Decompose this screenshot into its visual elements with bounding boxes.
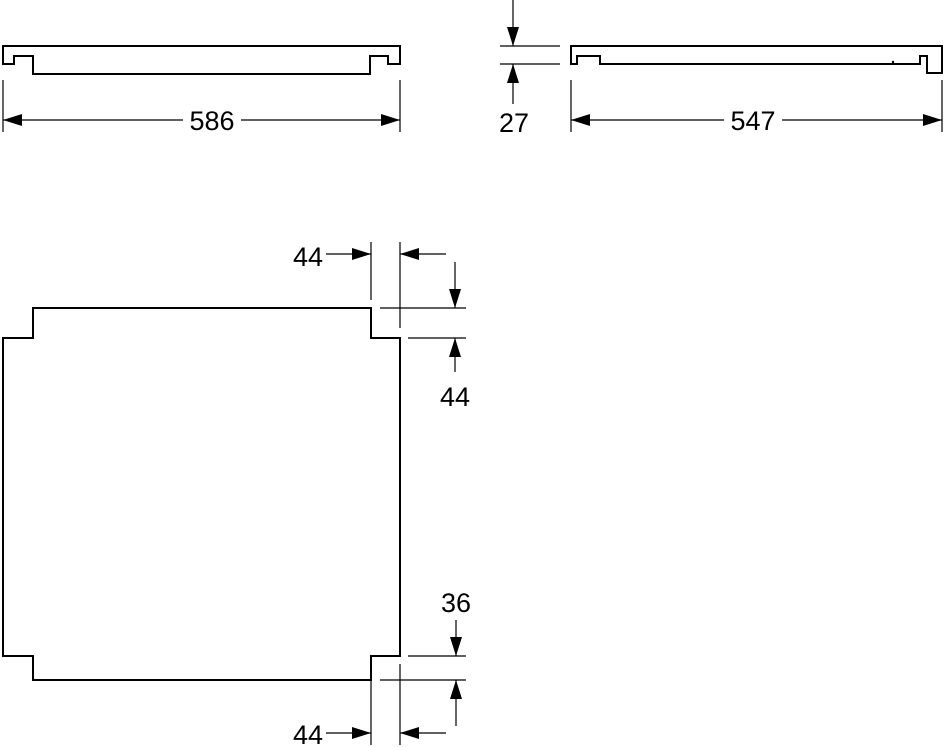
dimension-top-notch-depth: 44 (380, 262, 470, 412)
plan-view (2, 307, 401, 681)
dimension-label-547: 547 (730, 106, 775, 136)
dimension-top-notch-width: 44 (293, 242, 446, 328)
dimension-bottom-notch-width: 44 (293, 662, 446, 747)
dimension-label-27: 27 (499, 108, 529, 138)
dimension-label-586: 586 (189, 106, 234, 136)
dimension-label-top-notch-depth: 44 (440, 382, 470, 412)
dimension-bottom-notch-depth: 36 (380, 588, 471, 726)
dimension-front-width: 586 (2, 80, 401, 136)
dimension-height: 27 (499, 0, 560, 138)
dimension-label-bottom-notch-width: 44 (293, 720, 323, 747)
dimension-label-top-notch-width: 44 (293, 242, 323, 272)
front-view (2, 45, 401, 75)
dimension-side-width: 547 (570, 80, 943, 136)
dimension-label-bottom-notch-depth: 36 (441, 588, 471, 618)
side-view (570, 45, 943, 74)
